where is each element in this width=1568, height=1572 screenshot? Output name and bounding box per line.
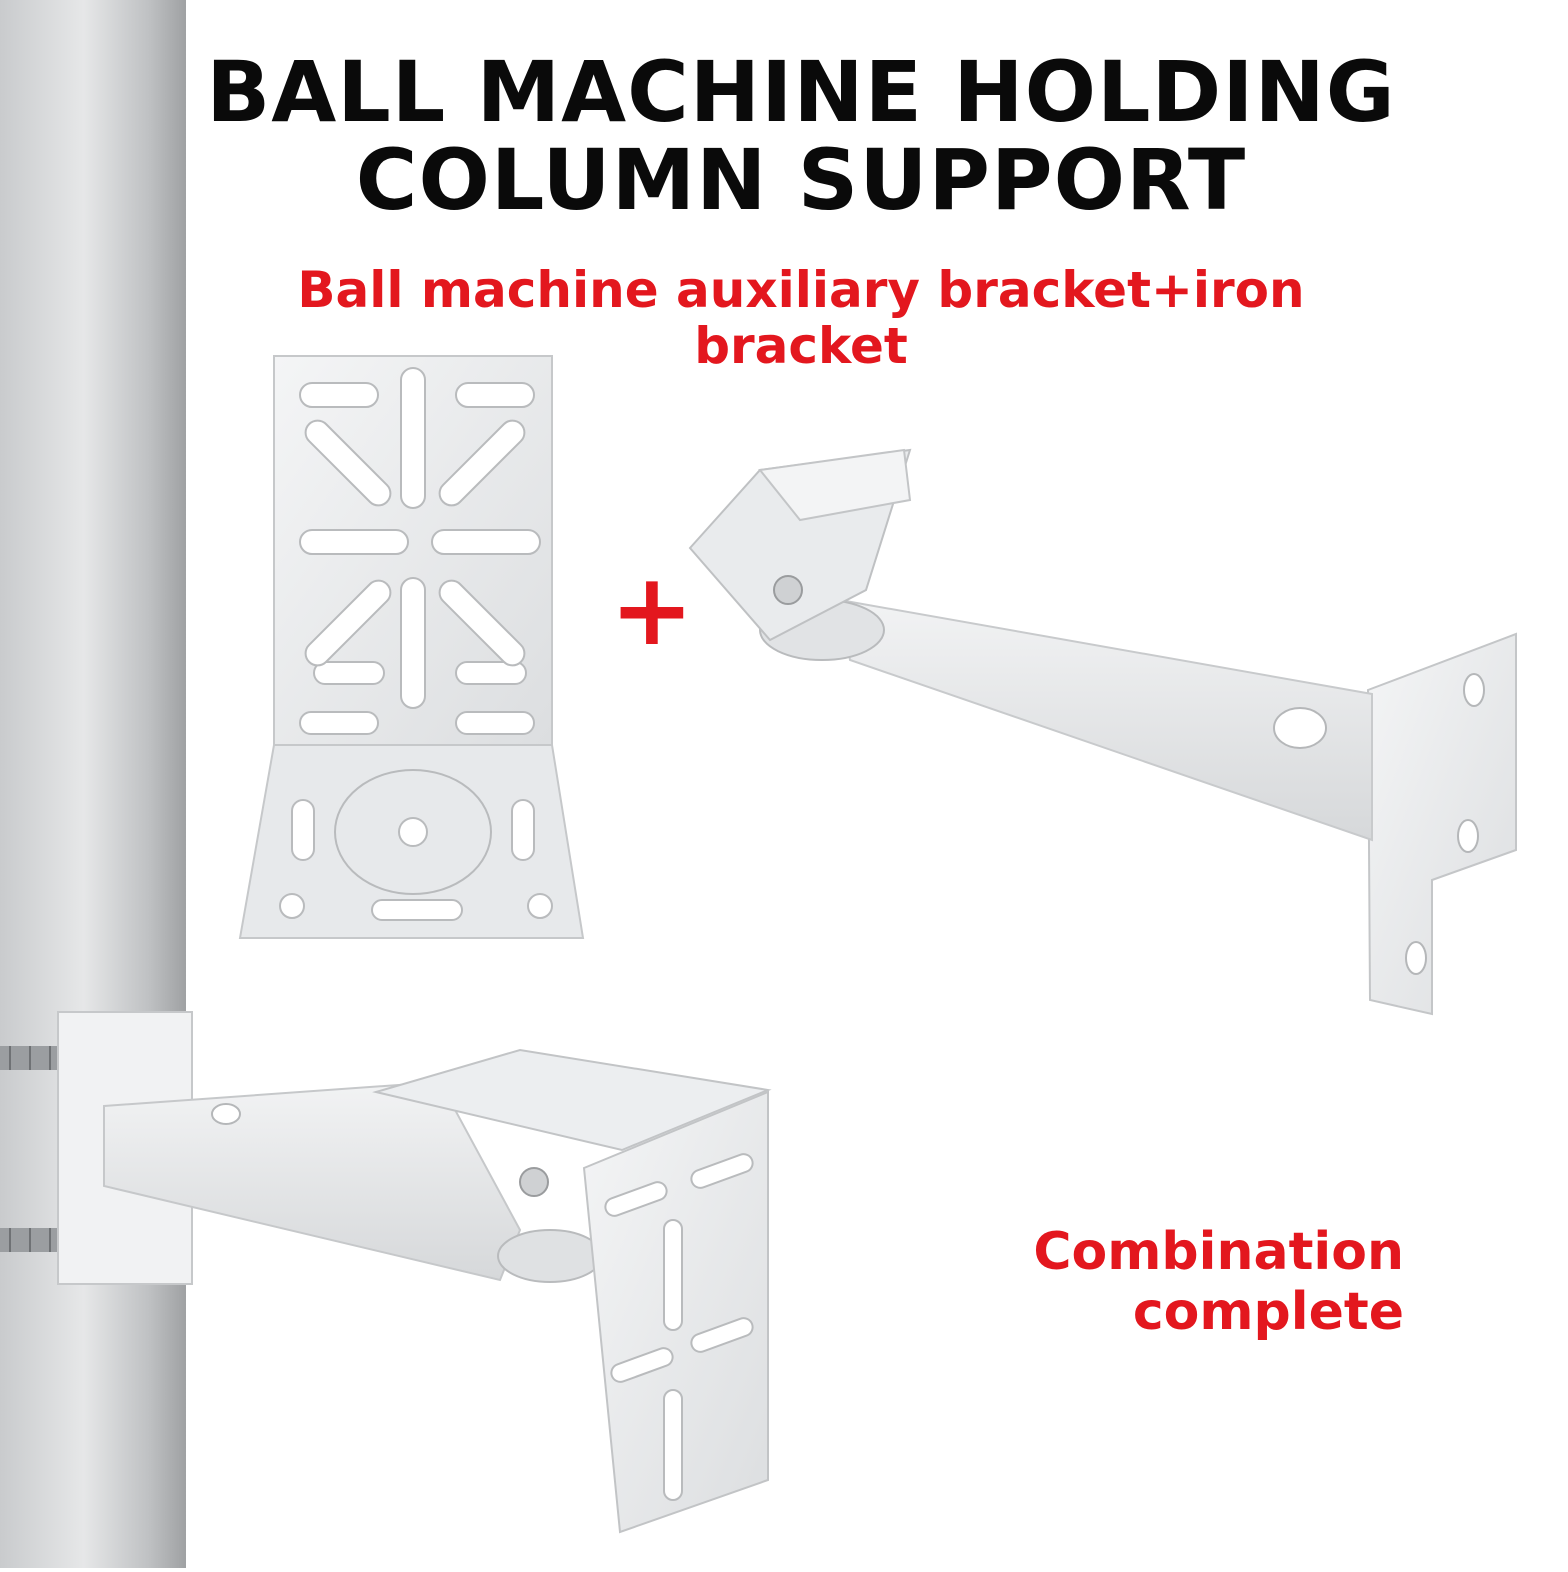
auxiliary-bracket xyxy=(238,355,585,939)
pole xyxy=(0,0,186,1568)
plus-sign: + xyxy=(610,551,694,668)
page-title: BALL MACHINE HOLDING COLUMN SUPPORT xyxy=(186,48,1416,224)
iron-bracket xyxy=(688,448,1517,1016)
caption-line-1: Combination xyxy=(1033,1222,1404,1282)
title-line-2: COLUMN SUPPORT xyxy=(355,131,1247,229)
combination-caption: Combination complete xyxy=(1004,1222,1404,1342)
title-line-1: BALL MACHINE HOLDING xyxy=(206,43,1396,141)
subtitle: Ball machine auxiliary bracket+iron brac… xyxy=(297,261,1305,375)
caption-line-2: complete xyxy=(1132,1282,1404,1342)
assembled-bracket xyxy=(0,1011,772,1534)
